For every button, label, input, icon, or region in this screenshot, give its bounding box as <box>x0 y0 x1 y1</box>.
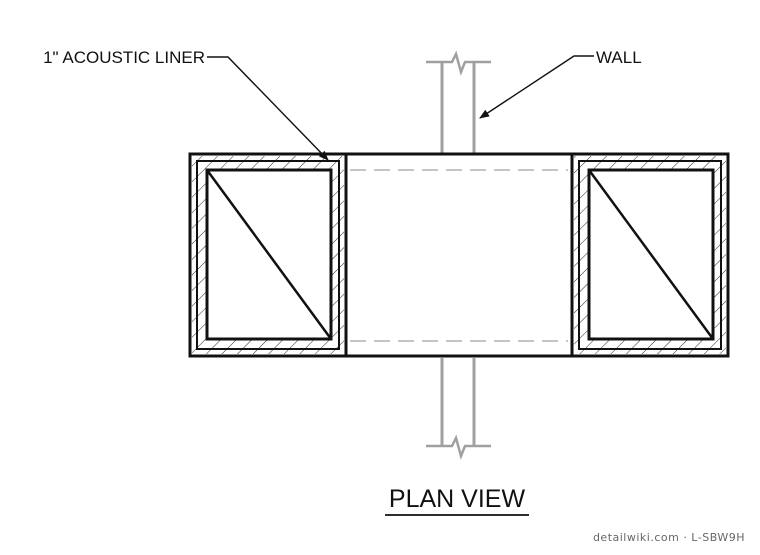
liner-callout-label: 1" ACOUSTIC LINER <box>43 48 205 67</box>
wall-leader <box>479 55 594 119</box>
void-diagonal <box>205 169 333 340</box>
watermark-text: detailwiki.com · L-SBW9H <box>593 531 745 544</box>
break-symbol-bottom <box>426 434 491 460</box>
break-symbol-top <box>426 50 491 76</box>
center-duct <box>346 152 572 358</box>
void-diagonal <box>587 169 715 340</box>
left-duct-box <box>188 152 348 358</box>
wall-below <box>426 358 491 460</box>
liner-leader <box>207 56 329 161</box>
view-title: PLAN VIEW <box>389 485 526 513</box>
wall-above <box>426 50 491 154</box>
right-duct-box <box>570 152 730 358</box>
wall-callout-label: WALL <box>596 48 642 67</box>
